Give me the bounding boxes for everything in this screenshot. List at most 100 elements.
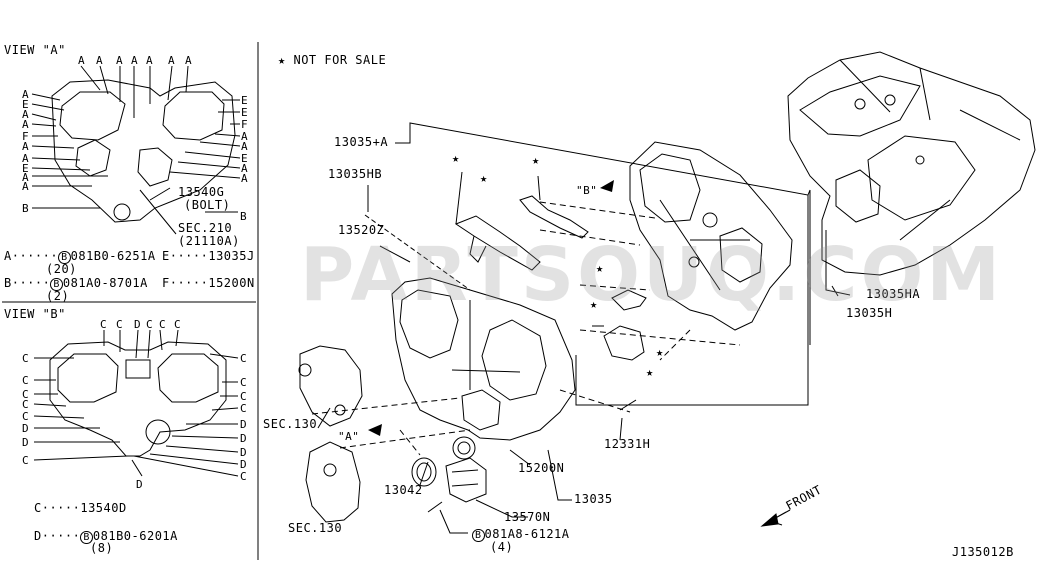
view-a-left-letter: F bbox=[22, 130, 30, 143]
view-b-arrow-icon bbox=[600, 180, 614, 192]
view-a-left-letter: A bbox=[22, 118, 30, 131]
not-for-sale-note: ★ NOT FOR SALE bbox=[278, 53, 387, 67]
view-a-title: VIEW "A" bbox=[4, 43, 66, 57]
view-b-top-letter: C bbox=[146, 318, 154, 331]
view-a-right-letter: E bbox=[241, 94, 249, 107]
legend-part: 081B0-6251A bbox=[70, 249, 156, 263]
front-arrow-icon bbox=[760, 509, 791, 527]
star-icon: ★ bbox=[596, 261, 604, 275]
circle-b-icon: B bbox=[472, 529, 485, 542]
view-a-right-letter: A bbox=[241, 130, 249, 143]
sec210-ref[interactable]: SEC.210 bbox=[178, 221, 233, 235]
circle-b-icon: B bbox=[50, 278, 63, 291]
view-a-right-letter-b: B bbox=[240, 210, 248, 223]
view-a-left-letter: E bbox=[22, 162, 30, 175]
legend-qty: (8) bbox=[90, 541, 114, 555]
part-13035h[interactable]: 13035H bbox=[846, 306, 893, 320]
view-b-left-letter: C bbox=[22, 398, 30, 411]
rear-cover-drawing bbox=[629, 141, 793, 331]
view-a-top-letter: A bbox=[185, 54, 193, 67]
view-a-pointer-label: "A" bbox=[338, 430, 360, 443]
sec130-lower-label[interactable]: SEC.130 bbox=[288, 521, 343, 535]
view-b-right-letter: C bbox=[240, 376, 248, 389]
view-a-right-letter: A bbox=[241, 172, 249, 185]
view-b-right-letter: C bbox=[240, 402, 248, 415]
view-a-right-letter: F bbox=[241, 118, 249, 131]
legend-key: D bbox=[34, 529, 42, 543]
view-b-right-letter: D bbox=[240, 458, 248, 471]
part-13035-a[interactable]: 13035+A bbox=[334, 135, 389, 149]
star-icon: ★ bbox=[480, 171, 488, 185]
watermark-text: PARTSOUQ.COM bbox=[300, 232, 1004, 318]
view-b-top-letter: C bbox=[100, 318, 108, 331]
view-a-left-letter: A bbox=[22, 108, 30, 121]
legend-key: F bbox=[162, 276, 170, 290]
view-b-top-letter: C bbox=[174, 318, 182, 331]
legend-part: 081A0-8701A bbox=[62, 276, 148, 290]
view-a-top-letter: A bbox=[116, 54, 124, 67]
part-13570n[interactable]: 13570N bbox=[504, 510, 551, 524]
part-13035ha[interactable]: 13035HA bbox=[866, 287, 921, 301]
main-leaders bbox=[317, 122, 839, 534]
sec130-upper-label[interactable]: SEC.130 bbox=[263, 417, 318, 431]
view-a-right-letter: E bbox=[241, 106, 249, 119]
star-icon: ★ bbox=[646, 365, 654, 379]
legend-b-row[interactable]: C·····13540D bbox=[34, 501, 127, 515]
legend-key: B bbox=[4, 276, 12, 290]
circle-b-icon: B bbox=[58, 251, 71, 264]
view-a-right-letter: A bbox=[241, 162, 249, 175]
diagram-code: J135012B bbox=[952, 545, 1014, 559]
view-a-left-letter: A bbox=[22, 171, 30, 184]
part-13035[interactable]: 13035 bbox=[574, 492, 613, 506]
legend-a-row[interactable]: E·····13035J bbox=[162, 249, 255, 263]
legend-qty: (20) bbox=[46, 262, 77, 276]
view-b-pointer-label: "B" bbox=[576, 184, 598, 197]
view-a-left-letter: A bbox=[22, 88, 30, 101]
view-b-left-letter: C bbox=[22, 374, 30, 387]
star-icon: ★ bbox=[590, 297, 598, 311]
bolt-qty: (4) bbox=[490, 540, 514, 554]
legend-part: 13540D bbox=[80, 501, 127, 515]
legend-qty: (2) bbox=[46, 289, 70, 303]
part-13042[interactable]: 13042 bbox=[384, 483, 423, 497]
view-a-top-letter: A bbox=[78, 54, 86, 67]
view-b-right-letter: C bbox=[240, 352, 248, 365]
view-b-left-letter: D bbox=[22, 422, 30, 435]
legend-part: 15200N bbox=[208, 276, 255, 290]
part-12331h[interactable]: 12331H bbox=[604, 437, 651, 451]
view-b-title: VIEW "B" bbox=[4, 307, 66, 321]
bolt-note: (BOLT) bbox=[184, 198, 231, 212]
view-b-bottom-letter: D bbox=[136, 478, 144, 491]
bolt-part-number[interactable]: 13540G bbox=[178, 185, 225, 199]
part-13035hb[interactable]: 13035HB bbox=[328, 167, 383, 181]
part-15200n[interactable]: 15200N bbox=[518, 461, 565, 475]
view-b-left-letter: D bbox=[22, 436, 30, 449]
legend-key: E bbox=[162, 249, 170, 263]
view-b-leaders bbox=[33, 329, 239, 477]
view-b-right-letter: D bbox=[240, 432, 248, 445]
front-cover-drawing bbox=[391, 277, 576, 460]
view-a-right-letter: E bbox=[241, 152, 249, 165]
part-13520z[interactable]: 13520Z bbox=[338, 223, 385, 237]
view-b-right-letter: C bbox=[240, 390, 248, 403]
view-b-right-letter: D bbox=[240, 418, 248, 431]
view-a-left-letter-b: B bbox=[22, 202, 30, 215]
sec130-upper-drawing bbox=[298, 345, 363, 427]
gasket-parts bbox=[427, 171, 647, 513]
view-b-cover-outline bbox=[49, 341, 227, 457]
view-a-right-letter: A bbox=[241, 140, 249, 153]
view-b-top-letter: C bbox=[159, 318, 167, 331]
legend-a-row[interactable]: F·····15200N bbox=[162, 276, 255, 290]
view-a-left-letter: A bbox=[22, 152, 30, 165]
view-b-left-letter: C bbox=[22, 454, 30, 467]
assembly-dashes bbox=[311, 201, 741, 456]
view-a-arrow-icon bbox=[368, 424, 382, 436]
view-a-top-letter: A bbox=[96, 54, 104, 67]
view-a-left-letter: E bbox=[22, 98, 30, 111]
